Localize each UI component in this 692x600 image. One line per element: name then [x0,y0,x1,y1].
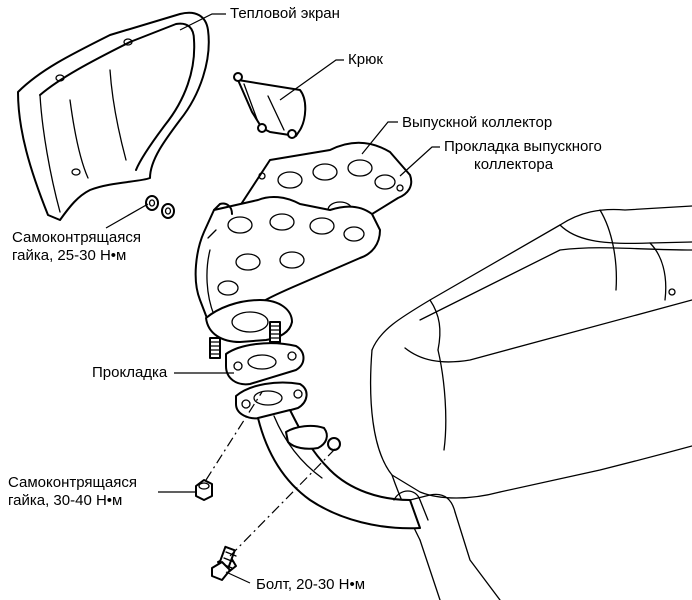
assembly-centerlines [205,391,337,557]
label-self-locking-nut-upper: Самоконтрящаяся гайка, 25-30 Н•м [12,229,141,265]
label-self-locking-nut-lower-line2: гайка, 30-40 Н•м [8,492,123,509]
bolt [211,545,237,581]
label-manifold-gasket: Прокладка выпускного коллектора [444,138,602,174]
label-heat-shield: Тепловой экран [230,5,340,22]
heat-shield [17,11,210,221]
label-manifold-gasket-line1: Прокладка выпускного [444,138,602,155]
label-self-locking-nut-upper-line2: гайка, 25-30 Н•м [12,247,127,264]
label-self-locking-nut-lower-line1: Самоконтрящаяся [8,474,137,491]
label-self-locking-nut-upper-line1: Самоконтрящаяся [12,229,141,246]
leader-lines [105,13,440,584]
label-gasket: Прокладка [92,364,168,381]
label-bolt: Болт, 20-30 Н•м [256,576,366,593]
label-exhaust-manifold: Выпускной коллектор [402,114,553,131]
down-pipe [235,381,429,530]
self-locking-nuts-upper [145,195,175,219]
hook-bracket [233,72,307,139]
label-hook: Крюк [348,51,383,68]
self-locking-nut-lower [195,479,213,501]
flange-gasket [225,342,305,386]
label-manifold-gasket-line2: коллектора [474,156,554,173]
engine-block [369,205,692,600]
exhaust-manifold [194,195,381,331]
label-self-locking-nut-lower: Самоконтрящаяся гайка, 30-40 Н•м [8,474,137,510]
manifold-outlet-flange [205,299,293,359]
